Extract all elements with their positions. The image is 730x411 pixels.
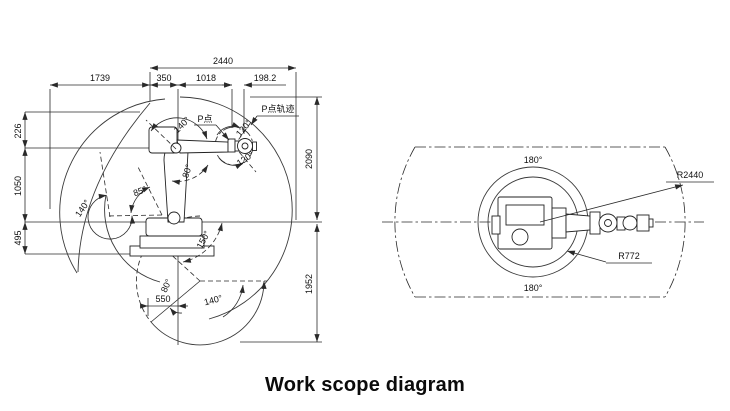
radius-772: R772 [618, 251, 640, 261]
top-robot [491, 196, 654, 250]
robot-top-arm [565, 213, 591, 233]
angle-180-bottom: 180° [524, 283, 543, 293]
robot-elbow-joint [170, 142, 182, 154]
side-dimensions: 2440 1739 350 1018 198.2 226 1050 495 20… [13, 56, 320, 342]
robot-top-wrist-center [604, 219, 612, 227]
angle-base-80: 80° [159, 277, 174, 294]
robot-top-shoulder [551, 207, 567, 239]
side-labels: P点 P点轨迹 [194, 103, 299, 141]
label-p-trace: P点轨迹 [261, 103, 294, 114]
robot-tool-plate [252, 141, 257, 151]
label-p-point: P点 [197, 114, 212, 124]
robot-lower-arm [163, 141, 189, 223]
stadium-left-arc [394, 146, 416, 298]
top-labels: 180° 180° R2440 R772 [524, 155, 714, 293]
robot-shoulder-joint [167, 211, 181, 225]
dim-495: 495 [13, 230, 23, 245]
dim-198-2: 198.2 [254, 73, 277, 83]
envelope-crescent-outer [59, 98, 166, 274]
robot-top-tool-tip [648, 218, 654, 228]
robot-top-joint [511, 228, 529, 246]
side-view: 2440 1739 350 1018 198.2 226 1050 495 20… [13, 56, 322, 346]
angle-left-140: 140° [73, 197, 92, 218]
dim-350: 350 [156, 73, 171, 83]
robot-top-tool [636, 214, 650, 232]
side-robot [129, 126, 257, 257]
dim-1050: 1050 [13, 176, 23, 196]
envelope-outer-arc [179, 96, 293, 320]
robot-forearm [176, 139, 229, 154]
angle-elbow-80: 80° [180, 163, 194, 179]
robot-wrist [227, 138, 236, 153]
top-view: 180° 180° R2440 R772 [382, 146, 714, 298]
dim-1739: 1739 [90, 73, 110, 83]
dim-2090: 2090 [304, 149, 314, 169]
dim-226: 226 [13, 123, 23, 138]
robot-flange-center [241, 142, 249, 150]
robot-top-flange [622, 215, 638, 231]
radius-2440: R2440 [677, 170, 704, 180]
robot-top-housing [505, 204, 545, 226]
dim-2440: 2440 [213, 56, 233, 66]
dim-1952: 1952 [304, 274, 314, 294]
angle-85: 85° [132, 184, 149, 198]
robot-top-rear [491, 215, 501, 235]
dim-1018: 1018 [196, 73, 216, 83]
angle-180-top: 180° [524, 155, 543, 165]
angle-wrist-120-upper: 120° [234, 117, 254, 138]
diagram-title: Work scope diagram [265, 374, 465, 396]
angle-bottom-140: 140° [203, 293, 224, 308]
angle-wrist-120-lower: 120° [235, 149, 256, 168]
dim-550: 550 [155, 294, 170, 304]
sector-arc [150, 280, 267, 346]
robot-top-wrist-base [589, 211, 601, 235]
envelope-crescent-inner [77, 102, 151, 273]
